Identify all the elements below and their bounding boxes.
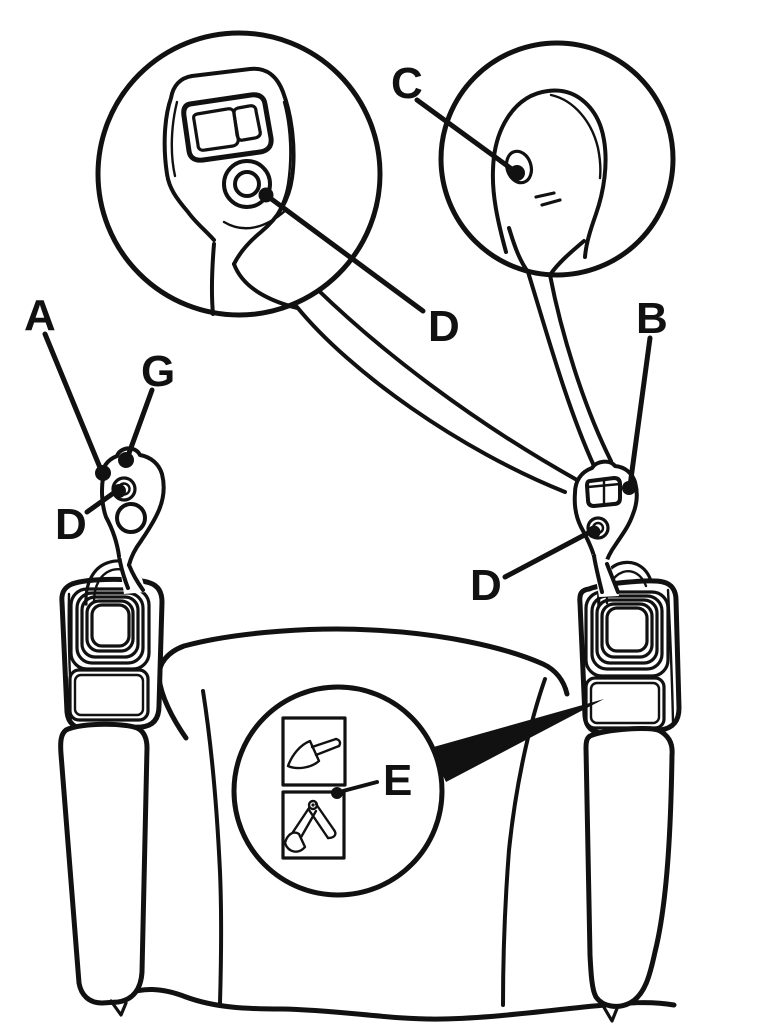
- joystick-rear-view-detail: [438, 40, 676, 278]
- rear-view-detail-circle: [438, 40, 676, 278]
- rocker-top-line: [586, 482, 622, 489]
- left-armrest: [58, 721, 150, 1006]
- shaft-edge: [117, 554, 130, 590]
- right-armrest: [583, 726, 675, 1009]
- bellows-fold: [605, 606, 649, 653]
- callout-b-line: [627, 335, 653, 489]
- dome-outline: [490, 88, 608, 259]
- bellows-fold: [80, 595, 140, 659]
- dome-dash: [534, 191, 556, 199]
- callout-g-label: G: [141, 347, 175, 396]
- bellows-fold: [85, 599, 135, 653]
- arm-cap: [326, 828, 337, 840]
- bellows-fold: [584, 590, 670, 678]
- head-inner-line: [170, 100, 179, 178]
- dome-highlight: [549, 93, 602, 180]
- pivot-dot: [311, 803, 315, 807]
- bucket-arm-line: [310, 737, 338, 749]
- joystick-top-view-detail: [95, 30, 383, 318]
- bellows-fold: [90, 603, 131, 648]
- callout-d-mid-line: [263, 192, 426, 314]
- callout-e-line: [341, 780, 379, 793]
- right-armrest-notch: [600, 1002, 620, 1023]
- right-console: [577, 560, 682, 736]
- callout-c-line: [414, 97, 516, 173]
- seat-bottom-edge: [115, 987, 677, 1022]
- callouts: A G D D C B D E: [24, 59, 668, 805]
- left-armrest-notch: [109, 999, 128, 1017]
- shaft-edge: [592, 554, 604, 594]
- shaft-edge: [605, 562, 620, 594]
- neck-line: [209, 242, 216, 316]
- loader-bucket-icon: [286, 737, 342, 770]
- excavator-arm-icon: [283, 799, 337, 853]
- callout-a-dot: [95, 465, 111, 481]
- shaft-edge: [127, 563, 145, 592]
- right-joystick-boot-bellows: [584, 590, 670, 678]
- left-joystick-head: [100, 446, 166, 567]
- arm-line: [314, 802, 336, 832]
- callout-g-line: [125, 387, 155, 459]
- left-console-panel: [68, 668, 150, 722]
- left-console-panel-inner: [73, 673, 145, 717]
- head-inner-line: [268, 100, 292, 226]
- callout-d-left-label: D: [55, 500, 87, 549]
- callout-b-label: B: [636, 294, 668, 343]
- push-button-d-detail: [222, 159, 272, 209]
- dome-neck-line: [548, 239, 586, 277]
- callout-g-dot: [118, 452, 134, 468]
- decal-location-pointer: [430, 699, 604, 782]
- callout-d-right-label: D: [470, 561, 502, 610]
- projection-line: [315, 287, 579, 482]
- bellows-fold: [600, 602, 654, 659]
- left-console: [59, 559, 165, 732]
- head-lower-crease: [222, 208, 288, 230]
- bellows-fold: [75, 591, 145, 665]
- lower-button: [115, 502, 147, 534]
- bellows-fold: [590, 594, 664, 671]
- arm-line: [307, 808, 330, 840]
- right-joystick: [572, 459, 639, 597]
- right-console-panel: [584, 676, 666, 730]
- rocker-pad-right: [232, 104, 262, 142]
- callout-d-mid-label: D: [428, 302, 460, 351]
- pattern-decal-detail: [231, 684, 445, 898]
- neck-line: [232, 262, 299, 310]
- mini-bucket: [283, 831, 307, 853]
- callout-d-left-line: [84, 489, 118, 515]
- callout-d-right-line: [502, 528, 595, 580]
- callout-e-label: E: [383, 756, 412, 805]
- left-joystick: [100, 446, 166, 594]
- callout-c-label: C: [391, 59, 423, 108]
- bellows-fold: [595, 598, 659, 665]
- callout-a-line: [42, 331, 104, 473]
- projection-line: [295, 305, 567, 494]
- push-button-d-detail-inner: [233, 170, 261, 198]
- dome-neck-line: [507, 226, 530, 274]
- dome-dash: [540, 198, 562, 207]
- boom-line: [291, 806, 311, 834]
- bucket-arm-line: [314, 744, 341, 757]
- seat-left-bolster-line: [201, 689, 224, 1005]
- callout-a-label: A: [24, 291, 56, 340]
- callout-e-dot: [331, 787, 343, 799]
- bucket-arm-cap: [334, 737, 342, 748]
